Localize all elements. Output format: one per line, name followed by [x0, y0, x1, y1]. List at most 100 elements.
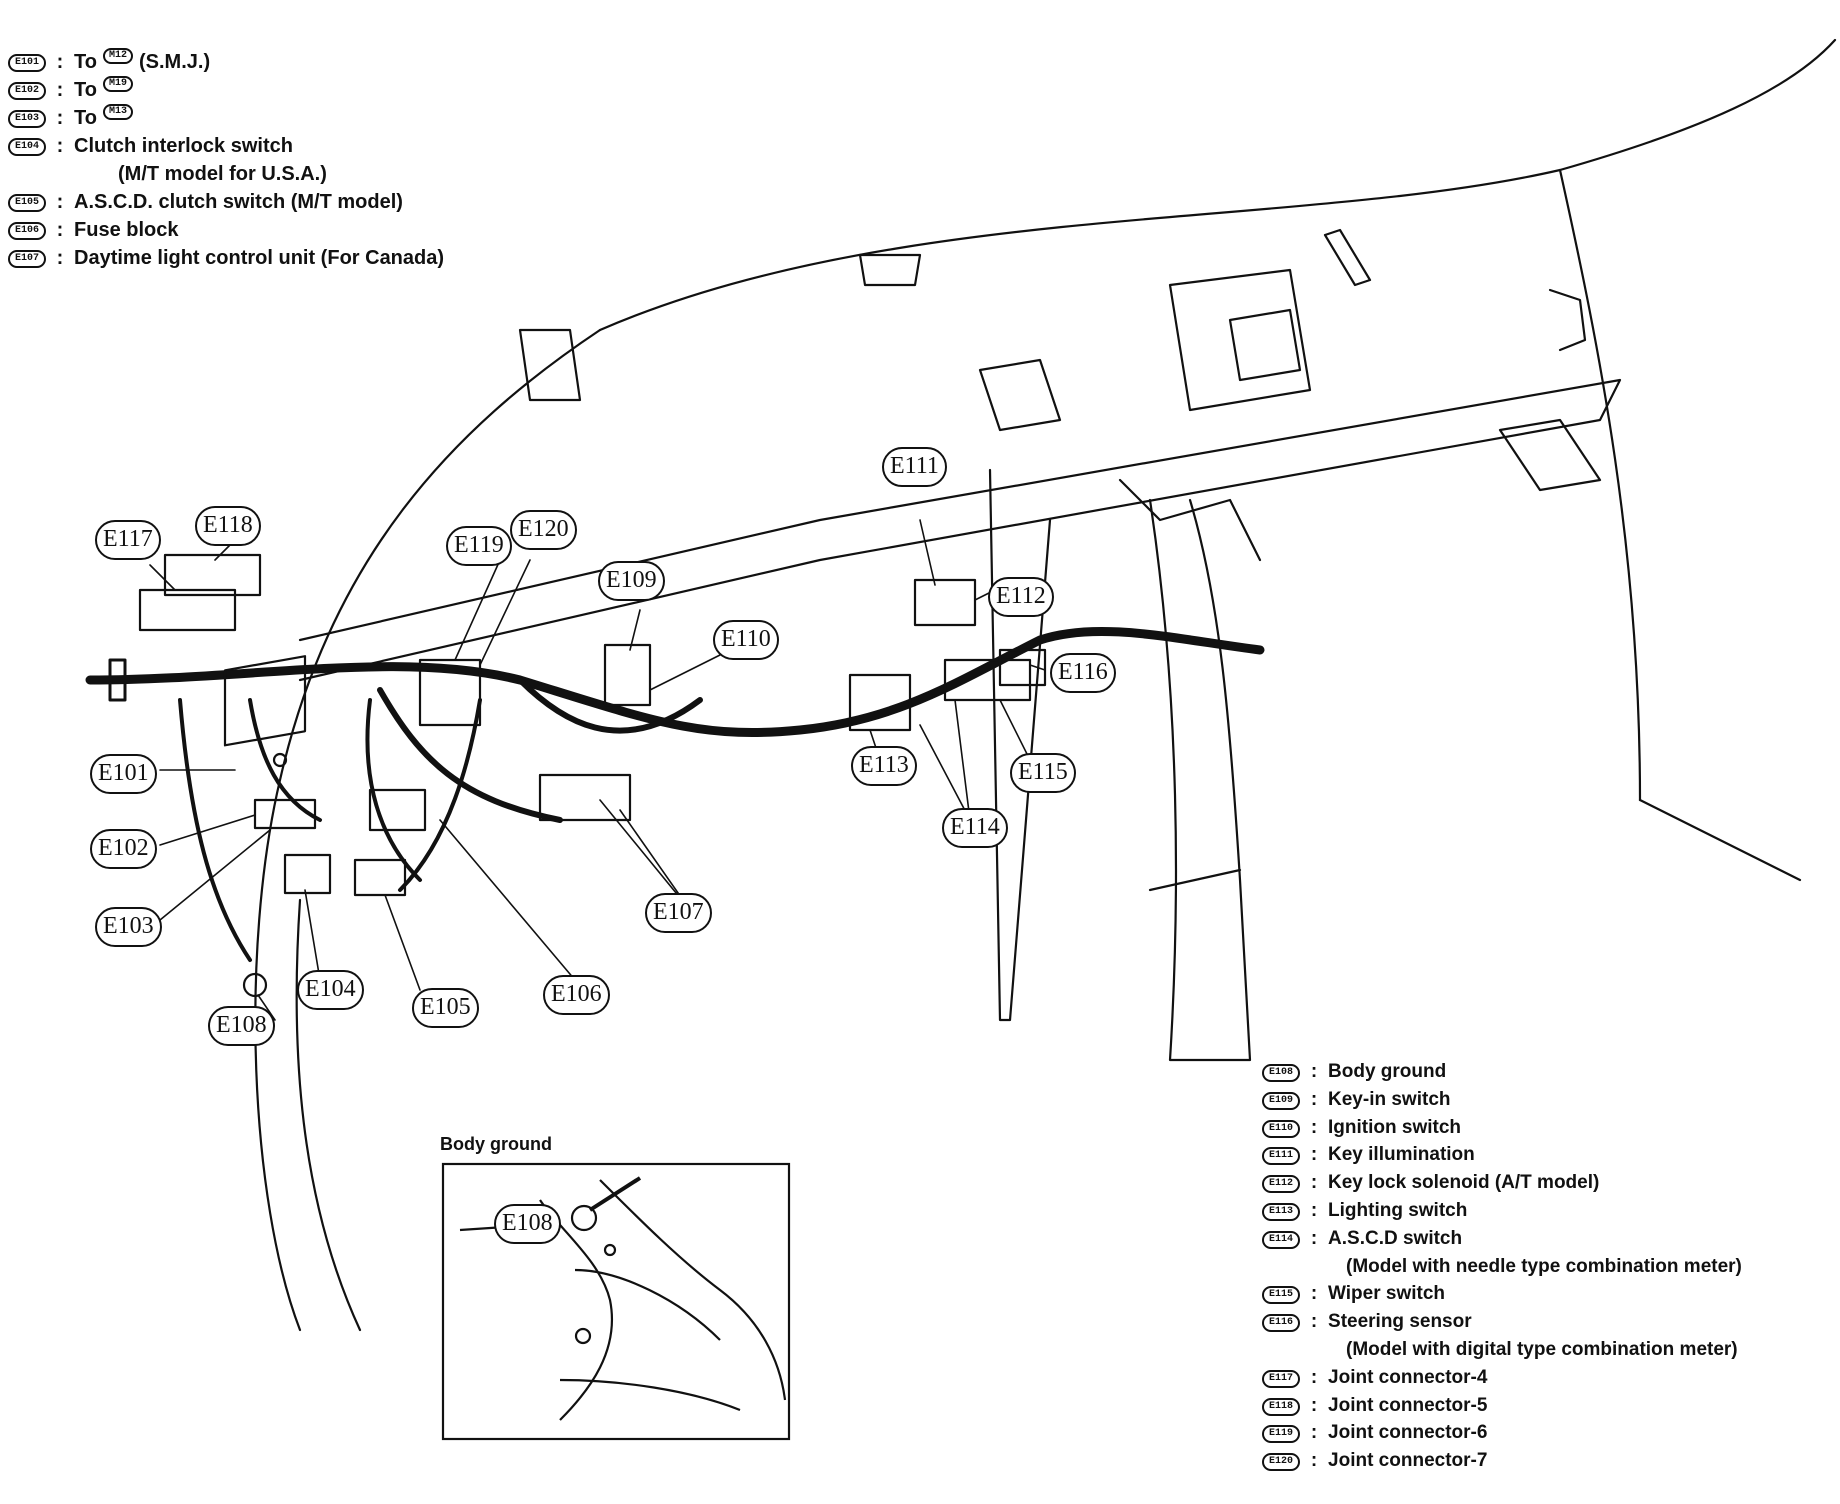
legend-separator: : — [56, 191, 64, 213]
callout-e113: E113 — [851, 746, 917, 786]
legend-row: E106: Fuse block — [8, 216, 444, 244]
legend-text: Fuse block — [74, 219, 179, 241]
callout-e111: E111 — [882, 447, 947, 487]
connector-e118 — [163, 553, 262, 597]
legend-separator: : — [1310, 1061, 1318, 1082]
connector-code-badge: E118 — [1262, 1397, 1301, 1416]
legend-separator: : — [1310, 1116, 1318, 1138]
connector-e107 — [538, 773, 632, 822]
legend-text: Body ground — [1328, 1061, 1447, 1082]
inset-frame — [441, 1162, 791, 1441]
connector-code-badge: E101 — [8, 54, 47, 72]
connector-code-badge: E107 — [8, 250, 47, 268]
legend-separator: : — [56, 79, 64, 101]
legend-text: Steering sensor — [1328, 1311, 1472, 1333]
legend-row: E105: A.S.C.D. clutch switch (M/T model) — [8, 188, 444, 216]
connector-code-badge: E113 — [1262, 1202, 1301, 1221]
legend-text: Key illumination — [1328, 1144, 1475, 1166]
dash-outline-curve — [254, 328, 602, 1332]
legend-separator: : — [1310, 1144, 1318, 1166]
legend-separator: : — [1310, 1311, 1318, 1333]
legend-subtext: (Model with digital type combination met… — [1346, 1338, 1738, 1360]
connector-e109 — [603, 643, 652, 707]
legend-row: E108: Body ground — [1262, 1058, 1742, 1086]
legend-row: E113:Lighting switch — [1262, 1197, 1742, 1225]
legend-separator: : — [1310, 1172, 1318, 1194]
callout-e116: E116 — [1050, 653, 1116, 693]
connector-code-badge: E104 — [8, 138, 47, 156]
connector-code-badge: E114 — [1262, 1230, 1301, 1249]
callout-e104: E104 — [297, 970, 364, 1010]
legend-row: E107:Daytime light control unit (For Can… — [8, 244, 444, 272]
legend-text: Joint connector-5 — [1328, 1394, 1488, 1416]
box-module-window — [1228, 308, 1302, 382]
legend-separator: : — [1310, 1366, 1318, 1388]
bracket-2 — [858, 253, 922, 287]
legend-separator: : — [56, 219, 64, 241]
right-panel-curve — [1558, 168, 1642, 802]
harness-trunk — [85, 626, 1265, 738]
connector-e115 — [943, 658, 1032, 702]
legend-text: To — [74, 107, 97, 129]
connector-e119-120 — [418, 658, 482, 727]
connector-e117 — [138, 588, 237, 632]
connector-e101-block — [223, 655, 307, 747]
legend-text: Ignition switch — [1328, 1116, 1462, 1138]
legend-separator: : — [1310, 1227, 1318, 1249]
legend-text: A.S.C.D switch — [1328, 1227, 1463, 1249]
legend-separator: : — [1310, 1450, 1318, 1472]
harness-branch-3 — [365, 698, 422, 882]
callout-e107: E107 — [645, 893, 712, 933]
legend-row: E119:Joint connector-6 — [1262, 1419, 1742, 1447]
wedge-block — [978, 358, 1062, 432]
legend-row: E116: Steering sensor — [1262, 1308, 1742, 1336]
callout-e120: E120 — [510, 510, 577, 550]
legend-text: A.S.C.D. clutch switch (M/T model) — [74, 191, 403, 213]
callout-e118: E118 — [195, 506, 261, 546]
callout-e103: E103 — [95, 907, 162, 947]
legend-text: Daytime light control unit (For Canada) — [74, 247, 445, 269]
legend-text: Key-in switch — [1328, 1088, 1451, 1110]
harness-branch-6 — [398, 698, 482, 892]
harness-branch-5 — [248, 698, 322, 822]
ref-code-badge: M19 — [102, 76, 133, 92]
connector-code-badge: E105 — [8, 194, 47, 212]
harness-branch-4 — [178, 698, 252, 962]
legend-row: E114: A.S.C.D switch — [1262, 1225, 1742, 1253]
connector-code-badge: E110 — [1262, 1119, 1301, 1138]
callout-e101: E101 — [90, 754, 157, 794]
callout-e102: E102 — [90, 829, 157, 869]
connector-code-badge: E119 — [1262, 1425, 1301, 1444]
pillar-left — [988, 468, 1052, 1022]
legend-text: Joint connector-7 — [1328, 1450, 1488, 1472]
legend-row: E104:Clutch interlock switch — [8, 132, 444, 160]
legend-row: E109:Key-in switch — [1262, 1086, 1742, 1114]
legend-separator: : — [1310, 1422, 1318, 1444]
callout-e110: E110 — [713, 620, 779, 660]
callout-e114: E114 — [942, 808, 1008, 848]
inset-title: Body ground — [440, 1134, 552, 1154]
legend-separator: : — [56, 51, 64, 73]
hook-right-2 — [1498, 418, 1602, 492]
ref-code-badge: M12 — [102, 48, 133, 64]
inset-drawing — [441, 1162, 791, 1441]
right-lower-curve — [1638, 798, 1802, 882]
legend-text: Key lock solenoid (A/T model) — [1328, 1172, 1600, 1194]
ref-code-badge: M13 — [102, 104, 133, 120]
connector-e113 — [848, 673, 912, 732]
harness-branch-2 — [377, 687, 563, 823]
connector-code-badge: E117 — [1262, 1369, 1301, 1388]
connector-e101-bolt — [272, 752, 288, 768]
connector-code-badge: E108 — [1262, 1064, 1301, 1082]
callout-inset-e108: E108 — [494, 1204, 561, 1244]
legend-separator: : — [1310, 1088, 1318, 1110]
legend-separator: : — [1310, 1199, 1318, 1221]
legend-separator: : — [56, 135, 64, 157]
connector-e102 — [253, 798, 317, 830]
connector-code-badge: E106 — [8, 222, 47, 240]
bracket-1 — [518, 328, 582, 402]
connector-code-badge: E116 — [1262, 1314, 1301, 1333]
